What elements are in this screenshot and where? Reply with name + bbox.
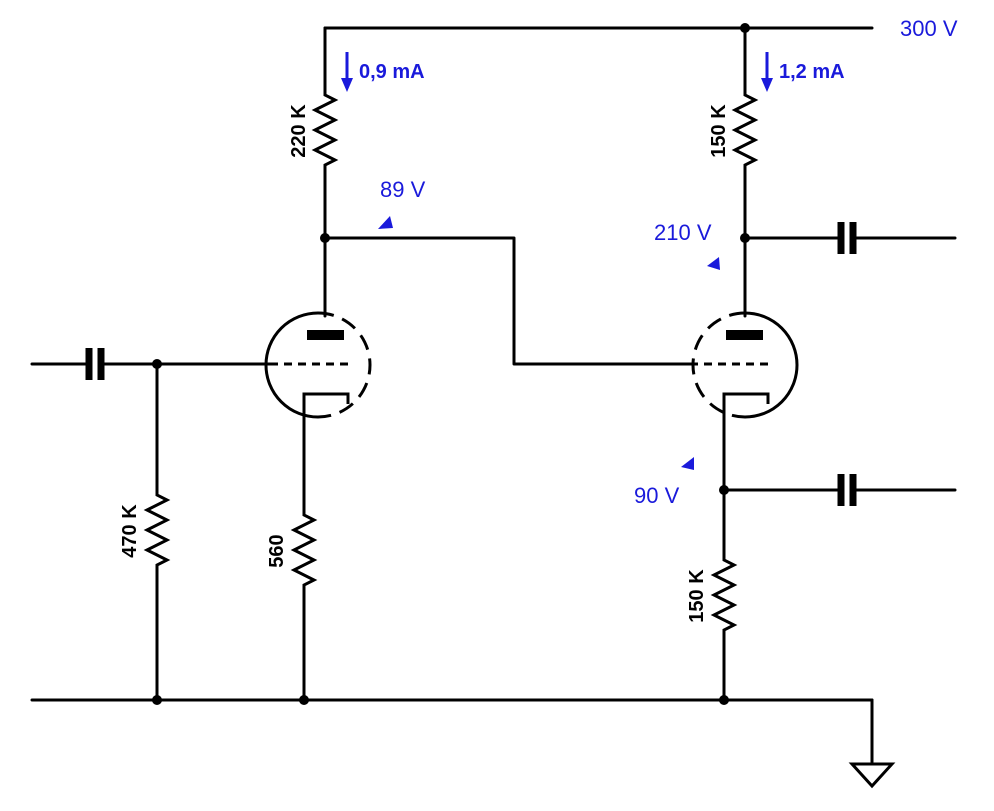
left-tube-cathode [302, 392, 350, 418]
voltage-marker-plate-left-icon [378, 216, 393, 229]
right-tube-plate [726, 330, 763, 340]
interstage-wire [323, 236, 692, 366]
current-arrow-right-icon [761, 78, 773, 92]
resistor-cathode-right [710, 555, 738, 637]
voltage-plate-left-label: 89 V [380, 177, 426, 202]
resistor-plate-right [731, 90, 759, 172]
right-tube-envelope-solid [744, 311, 799, 419]
supply-voltage-label: 300 V [900, 16, 958, 41]
resistor-cathode-left-label: 560 [266, 534, 288, 567]
current-right-label: 1,2 mA [779, 61, 845, 83]
voltage-plate-right-label: 210 V [654, 220, 712, 245]
resistor-cathode-left [290, 510, 318, 592]
resistor-plate-right-label: 150 K [708, 104, 730, 158]
resistor-grid-leak-label: 470 K [119, 504, 141, 558]
left-tube-envelope-dashed [317, 311, 372, 419]
voltage-marker-plate-right-icon [707, 257, 720, 270]
voltage-cathode-right-label: 90 V [634, 483, 680, 508]
ground-symbol-icon [848, 762, 896, 789]
resistor-plate-left-label: 220 K [288, 104, 310, 158]
resistor-plate-left [311, 90, 339, 172]
right-tube-cathode [722, 392, 770, 418]
resistor-grid-leak [143, 490, 171, 572]
voltage-marker-cathode-right-icon [681, 457, 694, 470]
current-arrow-left-icon [341, 78, 353, 92]
current-left-label: 0,9 mA [359, 61, 425, 83]
left-tube-plate [307, 330, 344, 340]
resistor-cathode-right-label: 150 K [686, 569, 708, 623]
